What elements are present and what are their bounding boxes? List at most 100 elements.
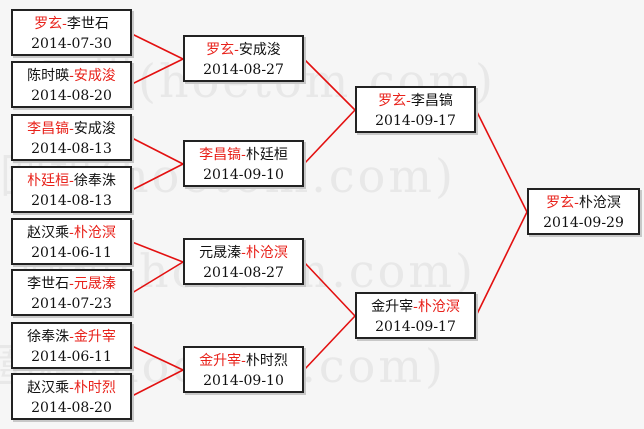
separator-dash: - — [234, 42, 239, 58]
loser-name: 朴沧溟 — [578, 195, 621, 211]
match-players: 罗玄-朴沧溟 — [529, 193, 638, 213]
loser-name: 金升宰 — [371, 299, 414, 315]
separator-dash: - — [241, 245, 246, 261]
winner-name: 李昌镐 — [199, 147, 242, 163]
loser-name: 李世石 — [27, 276, 70, 292]
winner-name: 朴沧溟 — [73, 225, 116, 241]
connector — [303, 109, 356, 165]
connector — [131, 163, 184, 191]
loser-name: 安成浚 — [73, 121, 116, 137]
separator-dash: - — [69, 380, 74, 396]
match-box: 罗玄-李世石 2014-07-30 — [11, 9, 132, 56]
winner-name: 罗玄 — [206, 42, 235, 58]
winner-name: 罗玄 — [378, 93, 407, 109]
separator-dash: - — [62, 16, 67, 32]
connector — [131, 369, 184, 397]
winner-name: 朴沧溟 — [245, 245, 288, 261]
separator-dash: - — [241, 353, 246, 369]
loser-name: 徐奉洙 — [27, 329, 70, 345]
separator-dash: - — [406, 93, 411, 109]
match-players: 李世石-元晟溱 — [13, 274, 130, 294]
separator-dash: - — [69, 121, 74, 137]
match-players: 元晟溱-朴沧溟 — [185, 243, 302, 263]
separator-dash: - — [69, 276, 74, 292]
separator-dash: - — [574, 195, 579, 211]
match-box: 赵汉乘-朴沧溟 2014-06-11 — [11, 218, 132, 265]
connector — [131, 241, 184, 263]
loser-name: 赵汉乘 — [27, 225, 70, 241]
match-players: 朴廷桓-徐奉洙 — [13, 171, 130, 191]
match-date: 2014-08-13 — [31, 141, 112, 157]
match-players: 金升宰-朴时烈 — [185, 351, 302, 371]
match-players: 李昌镐-安成浚 — [13, 119, 130, 139]
match-players: 陈时暎-安成浚 — [13, 66, 130, 86]
winner-name: 金升宰 — [199, 353, 242, 369]
match-box: 李昌镐-朴廷桓 2014-09-10 — [183, 140, 304, 187]
match-date: 2014-08-27 — [203, 62, 284, 78]
winner-name: 元晟溱 — [73, 276, 116, 292]
connector — [303, 58, 356, 111]
match-players: 徐奉洙-金升宰 — [13, 327, 130, 347]
winner-name: 李昌镐 — [27, 121, 70, 137]
match-date: 2014-09-17 — [375, 319, 456, 335]
loser-name: 安成浚 — [238, 42, 281, 58]
match-box: 徐奉洙-金升宰 2014-06-11 — [11, 322, 132, 369]
loser-name: 徐奉洙 — [73, 173, 116, 189]
connector — [131, 33, 184, 60]
match-date: 2014-09-10 — [203, 373, 284, 389]
match-players: 赵汉乘-朴时烈 — [13, 378, 130, 398]
match-date: 2014-09-10 — [203, 167, 284, 183]
loser-name: 李世石 — [66, 16, 109, 32]
loser-name: 朴廷桓 — [245, 147, 288, 163]
match-box: 元晟溱-朴沧溟 2014-08-27 — [183, 238, 304, 285]
loser-name: 李昌镐 — [410, 93, 453, 109]
connector — [131, 261, 184, 294]
connector — [131, 345, 184, 371]
connector — [303, 315, 356, 371]
match-players: 金升宰-朴沧溟 — [357, 297, 474, 317]
match-players: 赵汉乘-朴沧溟 — [13, 223, 130, 243]
winner-name: 安成浚 — [73, 68, 116, 84]
match-box: 陈时暎-安成浚 2014-08-20 — [11, 61, 132, 108]
match-box: 金升宰-朴沧溟 2014-09-17 — [355, 292, 476, 339]
separator-dash: - — [69, 329, 74, 345]
match-box: 金升宰-朴时烈 2014-09-10 — [183, 346, 304, 393]
match-date: 2014-07-30 — [31, 36, 112, 52]
match-date: 2014-08-20 — [31, 400, 112, 416]
match-date: 2014-06-11 — [31, 349, 112, 365]
match-players: 罗玄-安成浚 — [185, 40, 302, 60]
match-date: 2014-08-27 — [203, 265, 284, 281]
winner-name: 朴廷桓 — [27, 173, 70, 189]
connector — [131, 137, 184, 165]
match-date: 2014-09-17 — [375, 113, 456, 129]
separator-dash: - — [69, 173, 74, 189]
match-box: 罗玄-安成浚 2014-08-27 — [183, 35, 304, 82]
loser-name: 元晟溱 — [199, 245, 242, 261]
match-players: 罗玄-李昌镐 — [357, 91, 474, 111]
winner-name: 罗玄 — [34, 16, 63, 32]
winner-name: 金升宰 — [73, 329, 116, 345]
match-players: 李昌镐-朴廷桓 — [185, 145, 302, 165]
loser-name: 朴时烈 — [245, 353, 288, 369]
winner-name: 朴时烈 — [73, 380, 116, 396]
match-date: 2014-06-11 — [31, 245, 112, 261]
match-box: 罗玄-李昌镐 2014-09-17 — [355, 86, 476, 133]
connector — [475, 211, 528, 317]
separator-dash: - — [69, 68, 74, 84]
match-box: 赵汉乘-朴时烈 2014-08-20 — [11, 373, 132, 420]
separator-dash: - — [241, 147, 246, 163]
connector — [475, 109, 528, 213]
loser-name: 陈时暎 — [27, 68, 70, 84]
loser-name: 赵汉乘 — [27, 380, 70, 396]
separator-dash: - — [69, 225, 74, 241]
match-date: 2014-08-20 — [31, 88, 112, 104]
match-players: 罗玄-李世石 — [13, 14, 130, 34]
winner-name: 罗玄 — [546, 195, 575, 211]
winner-name: 朴沧溟 — [417, 299, 460, 315]
connector — [131, 58, 184, 85]
match-box: 李昌镐-安成浚 2014-08-13 — [11, 114, 132, 161]
separator-dash: - — [413, 299, 418, 315]
